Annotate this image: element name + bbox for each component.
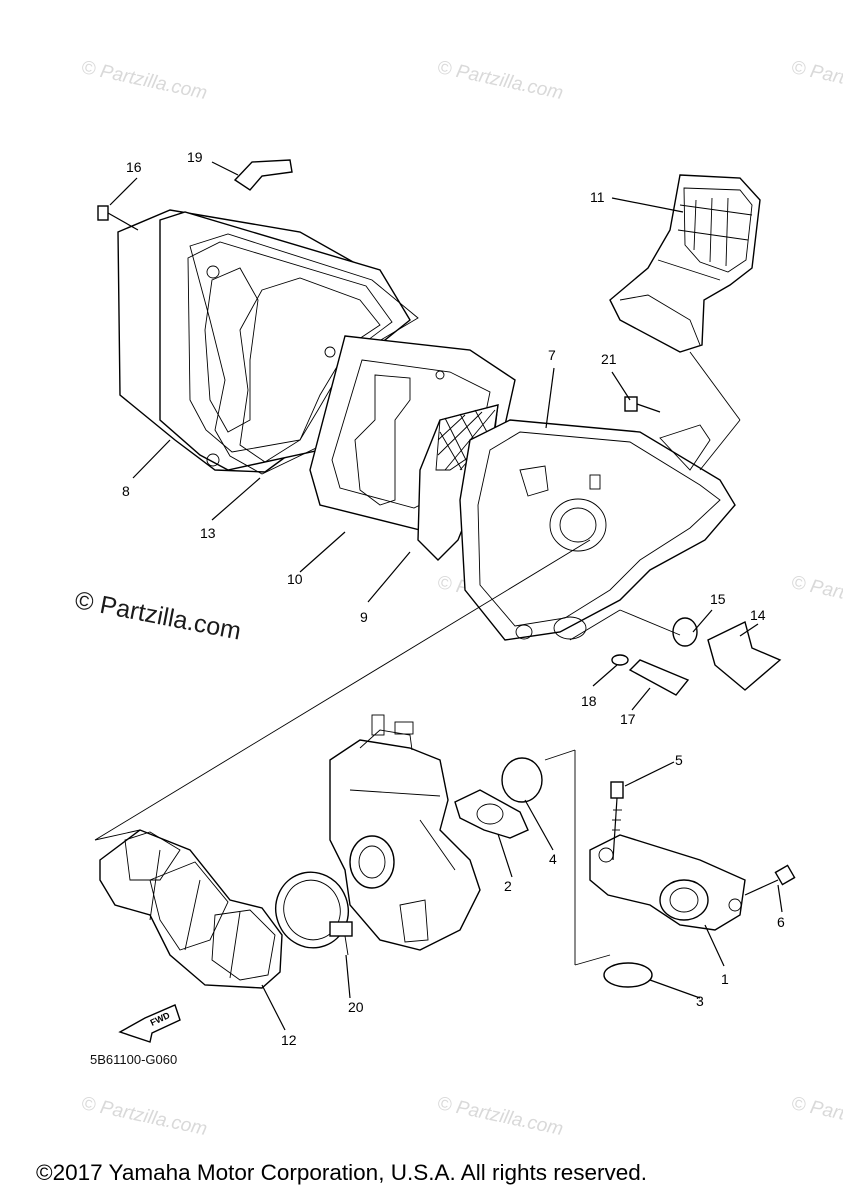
callout-16: 16 (126, 159, 142, 175)
callout-17: 17 (620, 711, 636, 727)
copyright-text: ©2017 Yamaha Motor Corporation, U.S.A. A… (36, 1160, 648, 1185)
callout-9: 9 (360, 609, 368, 625)
clip-18[interactable] (611, 654, 629, 666)
callout-21: 21 (601, 351, 617, 367)
cap-14[interactable] (707, 620, 782, 691)
o-ring-4[interactable] (501, 757, 543, 803)
callout-11: 11 (590, 189, 605, 205)
callout-4: 4 (549, 851, 557, 867)
callout-14: 14 (750, 607, 766, 623)
callout-6: 6 (777, 914, 785, 930)
gasket-13-inner (239, 277, 381, 463)
callout-20: 20 (348, 999, 364, 1015)
air-cleaner-joint-part[interactable] (99, 829, 283, 989)
bolt-6[interactable] (744, 864, 796, 896)
o-ring-3[interactable] (603, 962, 653, 988)
callout-12: 12 (281, 1032, 297, 1048)
callout-13: 13 (200, 525, 216, 541)
gasket-2-hole (476, 803, 504, 825)
band-part[interactable] (265, 862, 359, 958)
diagram-code: 5B61100-G060 (90, 1052, 178, 1067)
hose-19[interactable] (233, 159, 293, 191)
callout-18: 18 (581, 693, 597, 709)
carburetor-reference (329, 714, 481, 951)
hose-17[interactable] (628, 659, 690, 696)
reference-lines (94, 351, 741, 966)
callout-19: 19 (187, 149, 203, 165)
callout-3: 3 (696, 993, 704, 1009)
callout-15: 15 (710, 591, 726, 607)
callout-10: 10 (287, 571, 303, 587)
callout-1: 1 (721, 971, 729, 987)
callout-8: 8 (122, 483, 130, 499)
callout-leaders (109, 161, 783, 1031)
callout-5: 5 (675, 752, 683, 768)
gasket-2[interactable] (454, 789, 529, 839)
bolt-21[interactable] (624, 396, 661, 413)
callout-7: 7 (548, 347, 556, 363)
bolt-5[interactable] (610, 781, 624, 861)
case-cap-part[interactable] (117, 209, 411, 473)
fwd-arrow-icon: FWD (118, 1004, 181, 1043)
intake-manifold-part[interactable] (589, 834, 746, 931)
callout-2: 2 (504, 878, 512, 894)
joint-part[interactable] (609, 174, 761, 353)
case-body-part[interactable] (459, 419, 736, 641)
bolt-16[interactable] (97, 205, 139, 231)
